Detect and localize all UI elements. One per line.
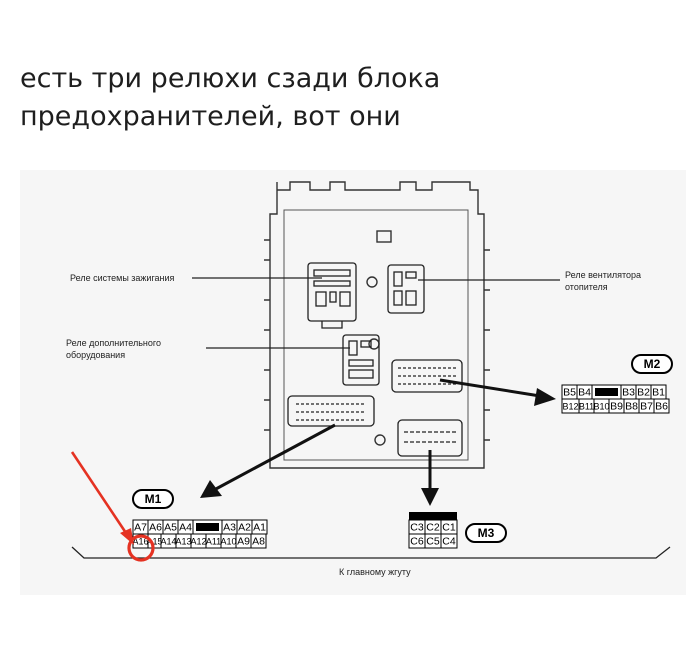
label-main-harness: К главному жгуту	[339, 567, 411, 577]
label-fan-relay-line1: Реле вентилятора	[565, 270, 641, 280]
blanked-pin	[595, 388, 618, 396]
caption-line-2: предохранителей, вот они	[20, 101, 401, 132]
pin-label: B10	[593, 402, 609, 412]
post-caption: есть три релюхи сзади блока предохраните…	[20, 60, 680, 136]
main-harness-line	[71, 546, 671, 559]
pin-label: C2	[426, 522, 440, 534]
pin-label: A9	[237, 536, 250, 548]
label-ignition-relay: Реле системы зажигания	[70, 273, 175, 283]
pin-label: A5	[164, 522, 177, 534]
pin-label: B9	[610, 401, 623, 413]
blanked-pin	[196, 523, 219, 531]
pin-label: A2	[238, 522, 251, 534]
svg-text:M3: M3	[478, 526, 495, 540]
pin-label: B2	[637, 387, 650, 399]
pin-label: A12	[190, 537, 206, 547]
pin-label: A11	[206, 537, 221, 547]
svg-text:M1: M1	[145, 492, 162, 506]
caption-line-1: есть три релюхи сзади блока	[20, 63, 441, 94]
pin-label: B8	[625, 401, 638, 413]
pin-label: A7	[134, 522, 147, 534]
ignition-relay-socket	[307, 262, 357, 329]
pin-cell	[653, 398, 670, 414]
red-annotation	[70, 451, 155, 562]
pin-label: B11	[579, 402, 594, 412]
accessory-relay-socket	[342, 334, 380, 386]
pin-label: B7	[640, 401, 653, 413]
pin-label: A13	[175, 537, 191, 547]
svg-text:M2: M2	[644, 357, 661, 371]
diagram-image-panel	[20, 170, 686, 595]
pin-label: A16	[132, 537, 148, 547]
fuse-block-body	[264, 181, 490, 469]
m3-tag: M3	[465, 523, 507, 543]
m3-key-bar	[409, 512, 457, 520]
pin-label: B6	[655, 401, 668, 413]
pin-label: B12	[562, 402, 578, 412]
pin-label: B3	[622, 387, 635, 399]
pin-label: C6	[410, 536, 424, 548]
pin-label: A1	[253, 522, 266, 534]
leader-lines	[192, 277, 560, 349]
pin-label: A10	[220, 537, 236, 547]
pin-label: B1	[652, 387, 665, 399]
pin-label: A3	[223, 522, 236, 534]
pin-label: A6	[149, 522, 162, 534]
pin-label: C1	[442, 522, 456, 534]
label-fan-relay-line2: отопителя	[565, 282, 608, 292]
pin-cell	[440, 533, 458, 549]
pin-label: C5	[426, 536, 440, 548]
pin-label: B4	[578, 387, 591, 399]
fan-relay-socket	[387, 264, 425, 314]
pin-label: C4	[442, 536, 456, 548]
label-accessory-relay-line1: Реле дополнительного	[66, 338, 161, 348]
pin-label: B5	[563, 387, 576, 399]
m1-socket-on-block	[287, 395, 375, 427]
pin-label: C3	[410, 522, 424, 534]
pin-label: A8	[252, 536, 265, 548]
m2-tag: M2	[631, 354, 673, 374]
arrows	[200, 378, 556, 506]
m2-socket-on-block	[391, 359, 463, 393]
label-accessory-relay-line2: оборудования	[66, 350, 125, 360]
pin-cell	[250, 533, 267, 549]
pin-label: A4	[179, 522, 192, 534]
pin-label: A15	[146, 537, 162, 547]
pin-label: A14	[160, 537, 176, 547]
m1-tag: M1	[132, 489, 174, 509]
